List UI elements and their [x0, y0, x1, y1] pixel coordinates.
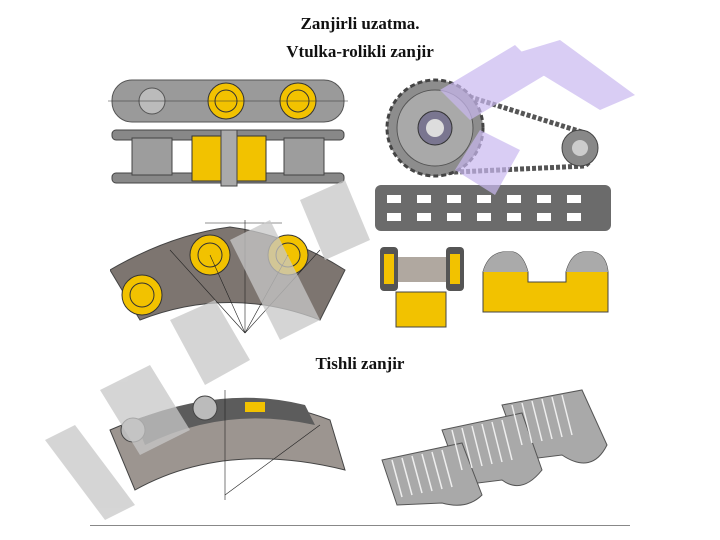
sprocket-engagement-diagram [110, 220, 346, 334]
toothed-chain-3d-view [381, 389, 608, 506]
section-title-toothed-chain: Tishli zanjir [315, 354, 405, 373]
double-roller-chain [375, 185, 611, 231]
tooth-profile-diagram [380, 247, 609, 328]
section-title-roller-chain: Vtulka-rolikli zanjir [286, 42, 434, 61]
toothed-chain-sprocket-diagram [109, 390, 346, 500]
roller-chain-top-view [108, 79, 348, 187]
sprocket-chain-drive [385, 78, 599, 178]
slide-title: Zanjirli uzatma. [300, 14, 420, 33]
footer-divider [90, 525, 630, 526]
